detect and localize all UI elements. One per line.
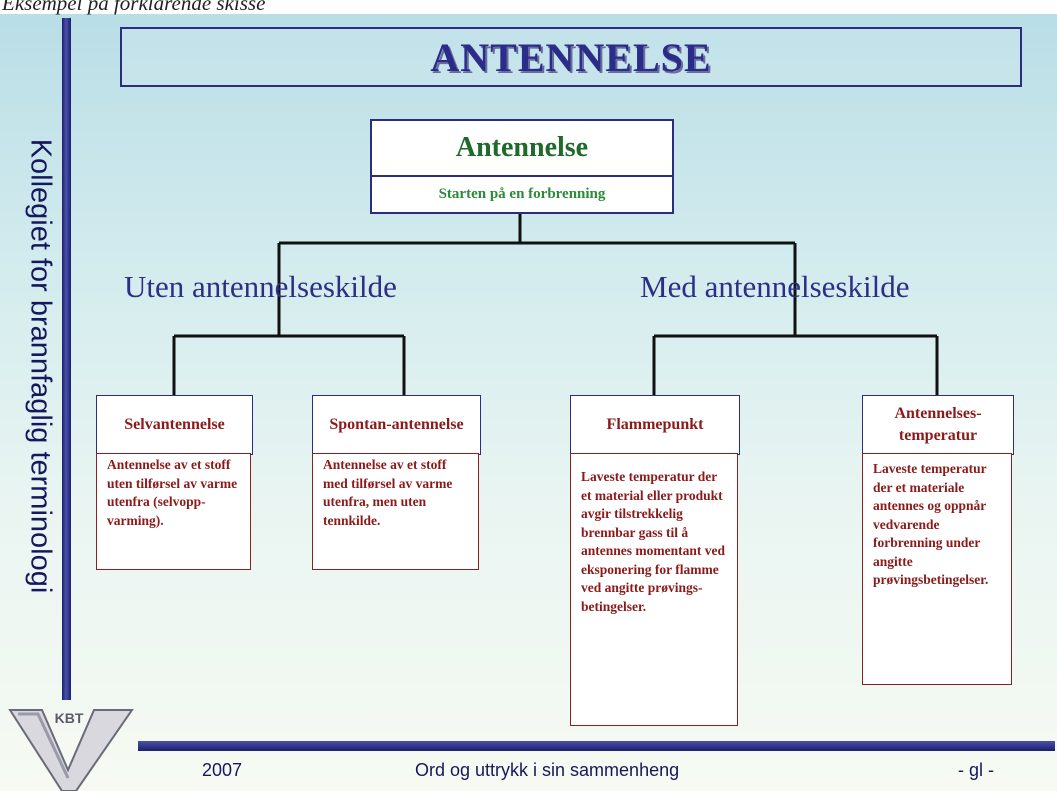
slide-caption: Eksempel på forklarende skisse bbox=[2, 0, 266, 15]
root-subtitle: Starten på en forbrenning bbox=[438, 186, 606, 202]
node-text-selvantennelse: Antennelse av et stoff uten tilførsel av… bbox=[96, 453, 251, 570]
footer-title: Ord og uttrykk i sin sammenheng bbox=[415, 760, 680, 780]
node-title-flammepunkt: Flammepunkt bbox=[570, 395, 740, 455]
branch-label-left: Uten antennelseskilde bbox=[124, 269, 397, 304]
footer-page: - gl - bbox=[958, 760, 994, 780]
node-text-spontan: Antennelse av et stoff med tilførsel av … bbox=[312, 453, 479, 570]
node-title-antennelsestemperatur: Antennelses-temperatur bbox=[862, 395, 1014, 455]
footer-year: 2007 bbox=[202, 760, 243, 780]
banner-title: ANTENNELSE bbox=[430, 34, 712, 80]
node-title-spontan: Spontan-antennelse bbox=[312, 395, 481, 455]
node-title-selvantennelse: Selvantennelse bbox=[96, 395, 253, 455]
node-text-antennelsestemperatur: Laveste temperatur der et materiale ante… bbox=[862, 453, 1012, 685]
kbt-logo: KBT bbox=[8, 709, 134, 791]
title-banner: ANTENNELSE bbox=[120, 27, 1022, 87]
root-title: Antennelse bbox=[372, 121, 672, 177]
footer-bar bbox=[138, 741, 1055, 751]
node-text-flammepunkt: Laveste temperatur der et material eller… bbox=[570, 453, 738, 726]
branch-label-right: Med antennelseskilde bbox=[640, 269, 910, 304]
vertical-accent-bar bbox=[62, 18, 71, 700]
top-strip bbox=[0, 0, 1057, 14]
logo-text: KBT bbox=[55, 710, 84, 726]
root-node: Antennelse Starten på en forbrenning bbox=[370, 119, 674, 214]
